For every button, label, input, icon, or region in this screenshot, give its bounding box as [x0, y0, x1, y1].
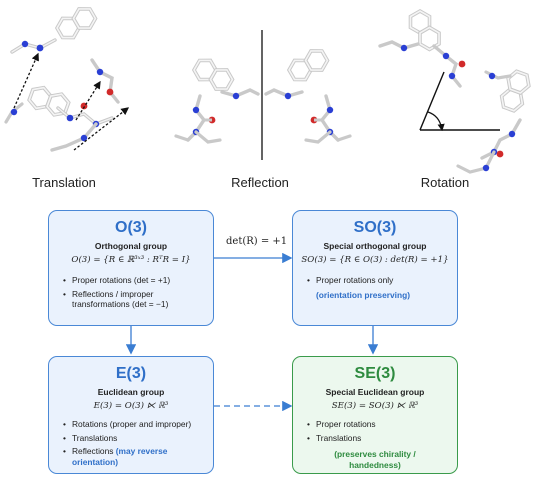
o3-subtitle: Orthogonal group [94, 241, 168, 251]
se3-box: SE(3) Special Euclidean group SE(3) = SO… [292, 356, 458, 474]
translation-arrow-3 [73, 107, 130, 151]
so3-subtitle: Special orthogonal group [323, 241, 427, 251]
molecule-copy-a [10, 4, 120, 104]
e3-title: E(3) [115, 365, 147, 382]
se3-subtitle: Special Euclidean group [325, 387, 425, 397]
list-item: Reflections (may reverse orientation) [63, 446, 207, 467]
e3-list: Rotations (proper and improper) Translat… [63, 419, 207, 470]
e3-formula: E(3) = O(3) ⋉ ℝ³ [93, 401, 169, 411]
se3-title: SE(3) [354, 365, 396, 382]
rotation-caption: Rotation [420, 175, 470, 190]
se3-list: Proper rotations Translations [307, 419, 451, 446]
list-item: Proper rotations (det = +1) [63, 275, 207, 286]
rotation-illustration [378, 8, 532, 174]
molecule-top [378, 8, 466, 88]
e3-note: (may reverse orientation) [72, 446, 168, 467]
molecule-right [264, 46, 352, 144]
o3-box: O(3) Orthogonal group O(3) = {R ∈ ℝ³ˣ³ :… [48, 210, 214, 326]
list-item-text: Reflections [72, 446, 114, 456]
list-item: Translations [307, 433, 451, 444]
list-item: Proper rotations [307, 419, 451, 430]
molecule-copy-b [4, 84, 114, 152]
se3-formula: SE(3) = SO(3) ⋉ ℝ³ [331, 401, 419, 411]
o3-title: O(3) [115, 219, 147, 236]
list-item: Proper rotations only [307, 275, 451, 286]
list-item: Rotations (proper and improper) [63, 419, 207, 430]
e3-box: E(3) Euclidean group E(3) = O(3) ⋉ ℝ³ Ro… [48, 356, 214, 474]
o3-list: Proper rotations (det = +1) Reflections … [63, 275, 207, 313]
translation-caption: Translation [32, 175, 96, 190]
so3-formula: SO(3) = {R ∈ O(3) : det(R) = +1} [301, 255, 449, 265]
so3-note: (orientation preserving) [316, 290, 410, 300]
molecule-bottom [456, 69, 532, 174]
list-item: Translations [63, 433, 207, 444]
rotation-angle-marker [419, 71, 500, 132]
so3-list: Proper rotations only [307, 275, 451, 289]
reflection-caption: Reflection [231, 175, 289, 190]
se3-note: (preserves chirality / handedness) [334, 449, 416, 470]
list-item: Reflections / improper transformations (… [63, 289, 207, 310]
molecule-left [174, 56, 260, 144]
e3-subtitle: Euclidean group [97, 387, 165, 397]
molecule-illustrations [4, 0, 550, 174]
det-condition-label: det(R) = +1 [226, 236, 288, 247]
o3-formula: O(3) = {R ∈ ℝ³ˣ³ : RᵀR = I} [71, 255, 191, 265]
translation-illustration [4, 4, 130, 152]
so3-box: SO(3) Special orthogonal group SO(3) = {… [292, 210, 458, 326]
reflection-illustration [174, 30, 352, 160]
translation-arrow-1 [13, 52, 39, 109]
so3-title: SO(3) [353, 219, 397, 236]
translation-arrow-2 [75, 80, 101, 121]
